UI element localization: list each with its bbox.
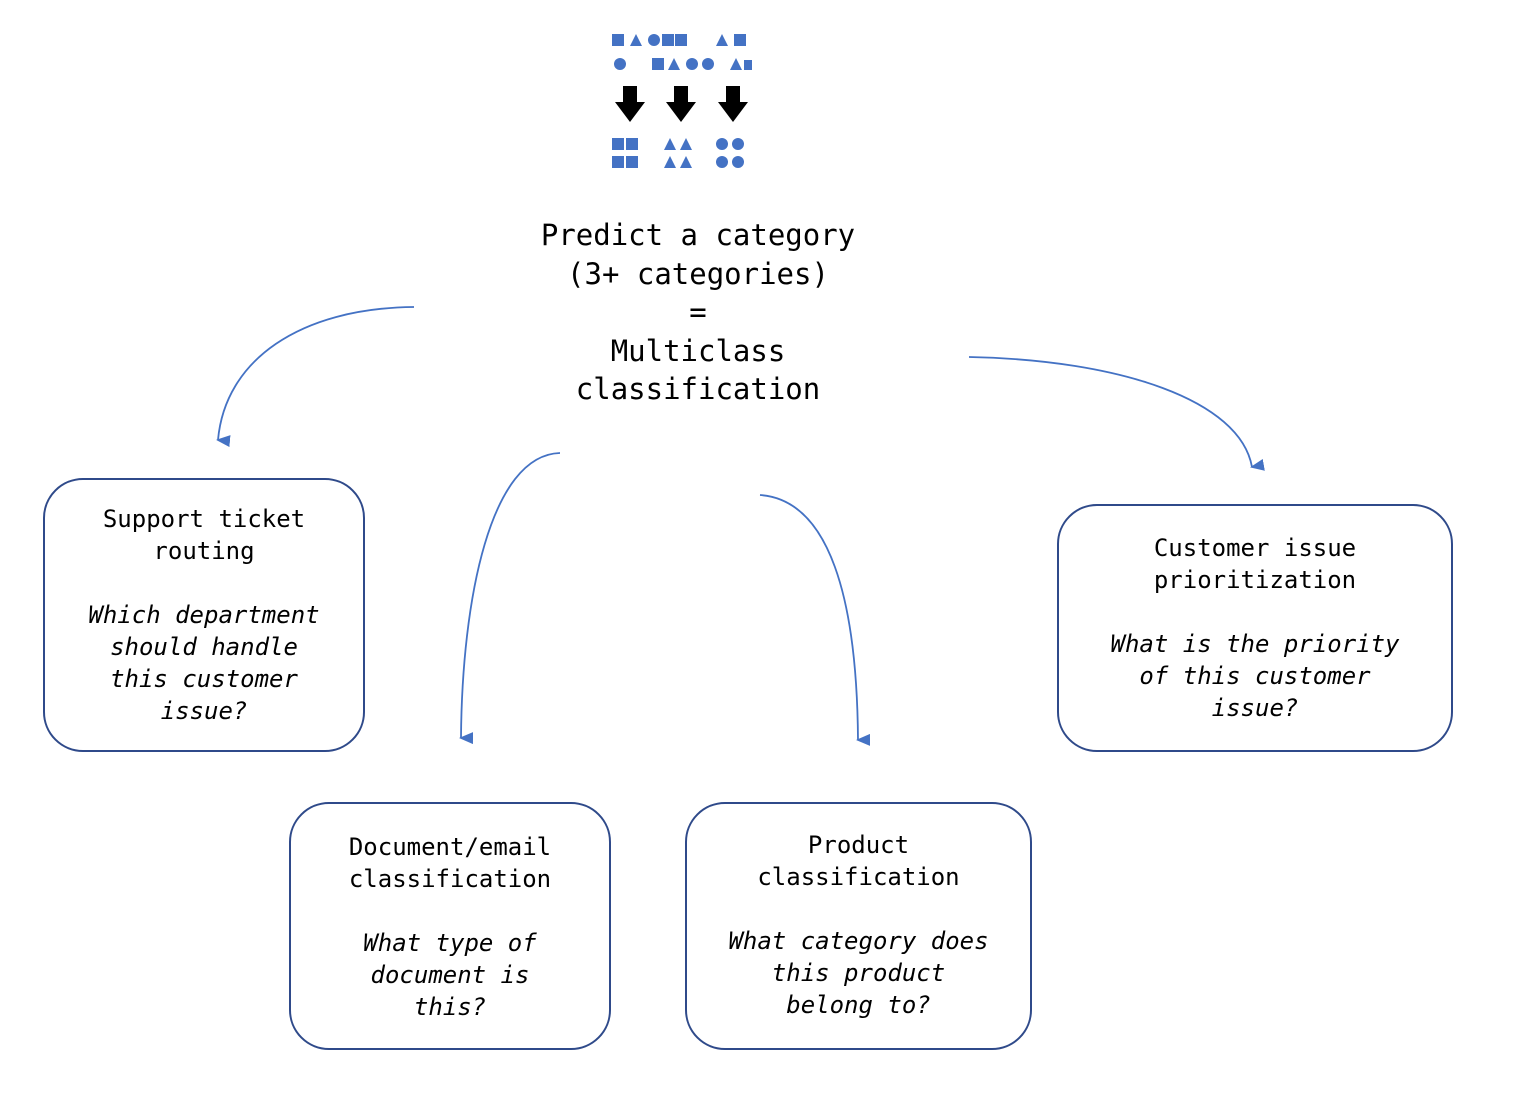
title-line: = [689, 295, 707, 329]
title-line: Multiclass [610, 333, 786, 368]
box-label: Support ticket routing [102, 505, 306, 565]
box-question: What category does this product belong t… [728, 927, 989, 1019]
arrow-to-product [759, 494, 871, 746]
arrow-to-document [459, 452, 561, 745]
document-email-classification-box: Document/email classification What type … [289, 802, 611, 1050]
sorting-shapes-icon [612, 34, 752, 168]
sorted-shapes [612, 138, 744, 168]
box-question: What type of document is this? [363, 929, 537, 1021]
arrow-to-support [216, 306, 415, 448]
customer-issue-prioritization-box: Customer issue prioritization What is th… [1057, 504, 1453, 752]
mixed-shapes-row-1 [612, 34, 746, 46]
down-arrows [615, 86, 748, 122]
title-line: Predict a category [540, 218, 856, 252]
box-label: Document/email classification [348, 833, 552, 893]
box-label: Customer issue prioritization [1153, 534, 1357, 594]
box-question: Which department should handle this cust… [88, 601, 320, 725]
mixed-shapes-row-2 [614, 58, 752, 70]
box-question: What is the priority of this customer is… [1110, 630, 1400, 722]
title-line: classification [575, 372, 821, 406]
central-title: Predict a category (3+ categories) = Mul… [448, 216, 948, 409]
box-label: Product classification [757, 831, 960, 891]
support-ticket-routing-box: Support ticket routing Which department … [43, 478, 365, 752]
product-classification-box: Product classification What category doe… [685, 802, 1032, 1050]
arrow-to-customer [968, 356, 1265, 471]
title-line: (3+ categories) [567, 256, 829, 291]
